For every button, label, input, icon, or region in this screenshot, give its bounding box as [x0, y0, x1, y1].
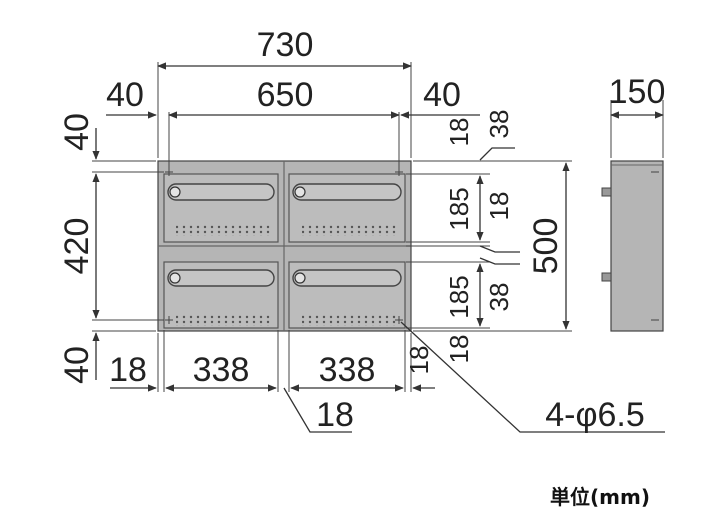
dim-left-post: 18 — [109, 351, 147, 389]
dim-box-height-lower: 185 — [444, 275, 474, 318]
dim-box-height-upper: 185 — [444, 187, 474, 230]
side-view — [601, 100, 664, 332]
dim-total-width: 730 — [257, 26, 314, 64]
dim-divider: 18 — [484, 192, 514, 221]
dim-gap-lower: 38 — [484, 283, 514, 312]
dim-center-post: 18 — [316, 396, 354, 434]
front-view — [157, 160, 412, 332]
dim-side-left: 40 — [106, 76, 144, 114]
dim-inner-width: 650 — [257, 76, 314, 114]
dim-top-margin: 40 — [58, 113, 96, 151]
dimension-lines — [92, 62, 665, 433]
mailbox-door — [288, 173, 406, 243]
dim-gap-top: 38 — [484, 110, 514, 139]
side-knob — [601, 187, 612, 197]
side-panel — [610, 160, 664, 332]
unit-label: 単位(mm) — [550, 485, 650, 509]
dim-right-post: 18 — [404, 346, 434, 375]
extension-lines — [92, 62, 572, 392]
dim-frame-bottom: 18 — [444, 335, 474, 364]
mailbox-door — [163, 261, 279, 329]
dim-inner-height: 420 — [58, 218, 96, 275]
dim-depth: 150 — [609, 73, 666, 111]
dim-box-width-left: 338 — [193, 351, 250, 389]
mailbox-door — [288, 261, 406, 329]
dim-frame-top: 18 — [444, 118, 474, 147]
side-knob — [601, 272, 612, 282]
dim-bottom-margin: 40 — [58, 346, 96, 384]
dim-total-height: 500 — [527, 218, 565, 275]
dimension-labels: 730 650 40 40 40 420 40 18 38 185 18 185… — [58, 26, 665, 509]
dim-holes: 4-φ6.5 — [545, 396, 645, 434]
mailbox-door — [163, 173, 279, 243]
dim-box-width-right: 338 — [319, 351, 376, 389]
dim-side-right: 40 — [423, 76, 461, 114]
mounting-hole-markers — [165, 168, 403, 324]
